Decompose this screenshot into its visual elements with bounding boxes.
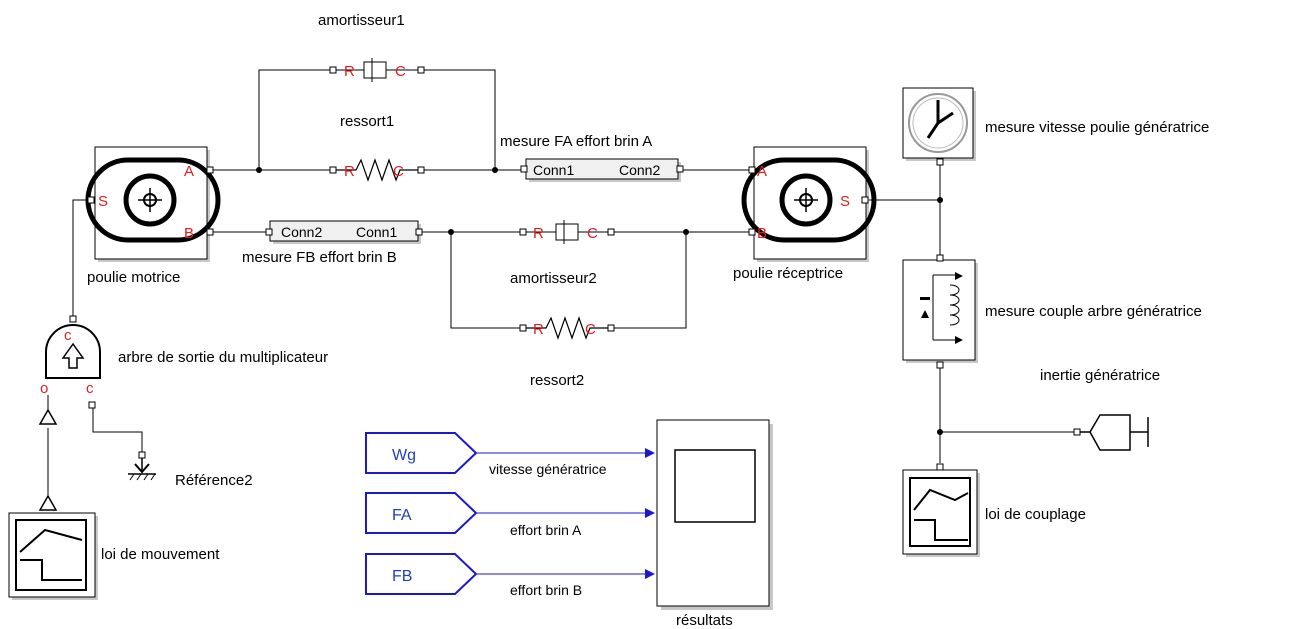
mesure-fb-label: mesure FB effort brin B — [242, 249, 397, 266]
inertie-label: inertie génératrice — [1040, 367, 1160, 384]
mesure-vitesse-label: mesure vitesse poulie génératrice — [985, 119, 1209, 136]
port-label-s-left: S — [98, 193, 108, 210]
amortisseur1-label: amortisseur1 — [318, 12, 405, 29]
loi-couplage-label: loi de couplage — [985, 506, 1086, 523]
ressort2-r-label: R — [533, 321, 544, 338]
amortisseur2-c-label: C — [587, 225, 598, 242]
reference2-block[interactable] — [128, 451, 156, 481]
resultats-label: résultats — [676, 612, 733, 629]
amortisseur2-r-label: R — [533, 225, 544, 242]
port-label-b-right: B — [757, 225, 767, 242]
resultats-scope-block[interactable] — [656, 419, 773, 610]
svg-text:o: o — [40, 380, 48, 397]
amortisseur1-r-label: R — [344, 63, 355, 80]
from-wg-block[interactable] — [365, 432, 478, 474]
port-label-s-right: S — [840, 193, 850, 210]
from-wg-label: Wg — [392, 447, 416, 464]
mesure-fa-block[interactable] — [520, 158, 684, 182]
from-fa-block[interactable] — [365, 492, 478, 534]
port-label-a-left: A — [184, 163, 194, 180]
ressort1-c-label: C — [393, 163, 404, 180]
arbre-sortie-label: arbre de sortie du multiplicateur — [118, 349, 328, 366]
poulie-motrice-label: poulie motrice — [87, 269, 180, 286]
loi-mouvement-block[interactable] — [8, 494, 98, 600]
motion-source-triangle — [38, 408, 58, 425]
mesure-fb-conn2: Conn2 — [281, 224, 322, 240]
mesure-fa-conn1: Conn1 — [533, 162, 574, 178]
amortisseur1-block[interactable] — [329, 58, 425, 82]
amortisseur2-label: amortisseur2 — [510, 270, 597, 287]
amortisseur1-c-label: C — [395, 63, 406, 80]
poulie-receptrice-label: poulie réceptrice — [733, 265, 843, 282]
ressort1-label: ressort1 — [340, 113, 394, 130]
from-fa-label: FA — [392, 507, 412, 524]
from-fb-block[interactable] — [365, 553, 478, 595]
signal-effort-a-label: effort brin A — [510, 522, 582, 538]
mesure-vitesse-block[interactable] — [902, 87, 976, 166]
poulie-receptrice-block[interactable] — [741, 146, 877, 262]
loi-mouvement-label: loi de mouvement — [101, 546, 220, 563]
mesure-fa-conn2: Conn2 — [619, 162, 660, 178]
svg-text:c: c — [86, 380, 94, 397]
mesure-couple-block[interactable] — [902, 254, 978, 369]
mesure-couple-label: mesure couple arbre génératrice — [985, 303, 1202, 320]
ressort2-block[interactable] — [519, 316, 615, 340]
poulie-motrice-block[interactable] — [85, 146, 221, 262]
from-fb-label: FB — [392, 568, 412, 585]
mesure-fb-conn1: Conn1 — [356, 224, 397, 240]
port-label-b-left: B — [184, 225, 194, 242]
mesure-fb-block[interactable] — [265, 220, 423, 244]
arbre-sortie-block[interactable]: c o c — [40, 315, 101, 409]
connection-lines — [47, 69, 1075, 495]
ressort1-block[interactable] — [329, 158, 425, 182]
junction-dots — [256, 167, 943, 435]
mesure-fa-label: mesure FA effort brin A — [500, 133, 652, 150]
loi-couplage-block[interactable] — [902, 463, 980, 557]
reference2-label: Référence2 — [175, 472, 253, 489]
signal-effort-b-label: effort brin B — [510, 582, 582, 598]
inertie-block[interactable] — [1073, 414, 1149, 451]
svg-text:c: c — [64, 327, 72, 344]
ressort2-label: ressort2 — [530, 372, 584, 389]
amortisseur2-block[interactable] — [519, 220, 615, 244]
port-label-a-right: A — [757, 163, 767, 180]
ressort2-c-label: C — [585, 321, 596, 338]
ressort1-r-label: R — [344, 163, 355, 180]
signal-vitesse-label: vitesse génératrice — [489, 461, 607, 477]
